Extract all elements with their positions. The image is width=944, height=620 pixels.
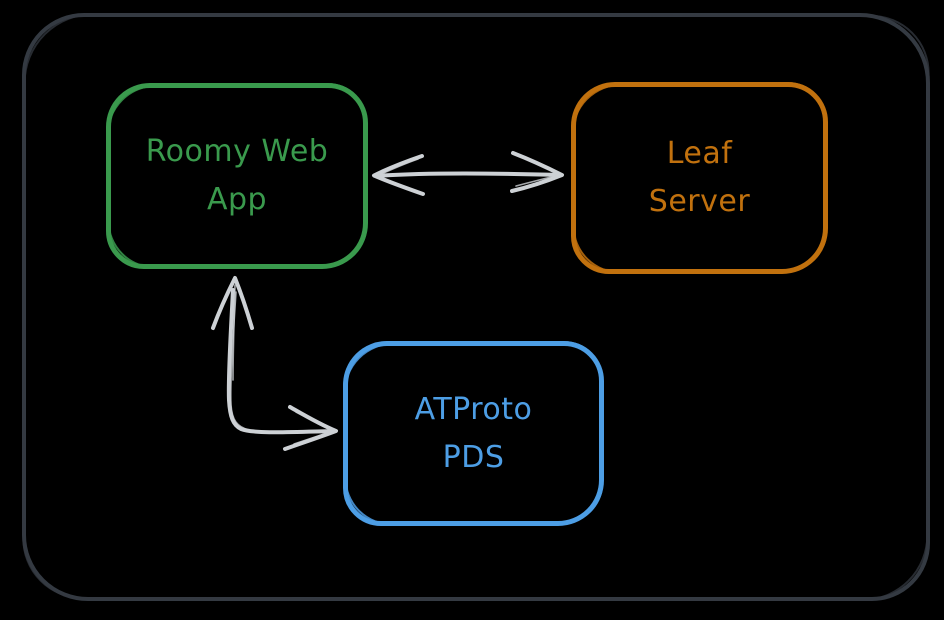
node-leaf-server: Leaf Server [571, 82, 828, 274]
node-atproto-pds-label-line1: ATProto [414, 391, 533, 427]
outer-frame [22, 13, 930, 601]
node-atproto-pds-label-line2: PDS [442, 439, 505, 475]
node-atproto-pds: ATProto PDS [343, 341, 604, 526]
node-leaf-server-label-line2: Server [648, 184, 751, 219]
node-roomy-web-app: Roomy Web App [106, 83, 368, 269]
node-roomy-web-app-label-line2: App [206, 182, 268, 217]
node-roomy-web-app-label-line1: Roomy Web [145, 134, 329, 169]
node-leaf-server-label-line1: Leaf [666, 136, 733, 171]
